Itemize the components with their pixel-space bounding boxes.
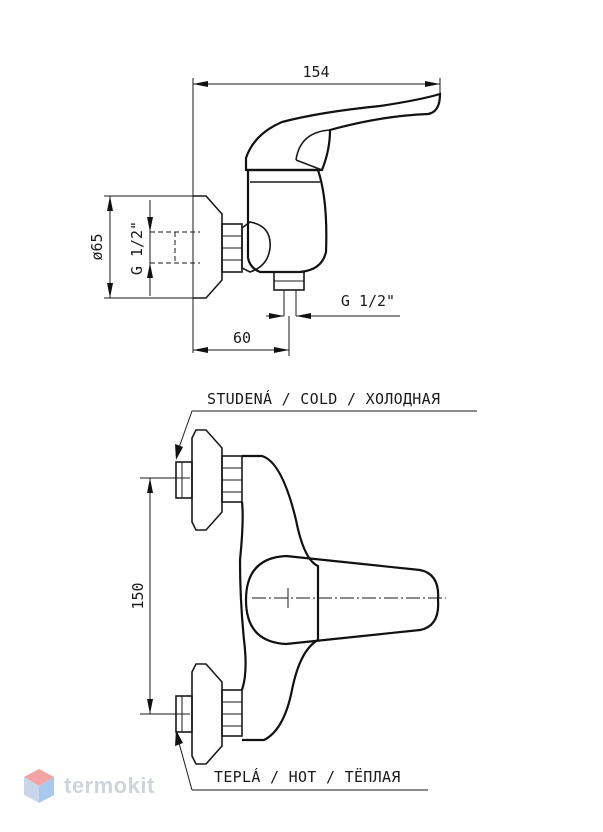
label-hot: TEPLÁ / HOT / ТЁПЛАЯ (214, 767, 401, 786)
front-view: STUDENÁ / COLD / ХОЛОДНАЯ 150 (129, 389, 477, 791)
lever-handle (244, 92, 442, 172)
termokit-logo-icon (24, 769, 54, 803)
dim-body-diameter: ø65 (88, 233, 106, 260)
mixer-body-front (238, 454, 320, 742)
hot-rosette (191, 663, 223, 765)
lever-handle-front (244, 554, 440, 646)
watermark-brand: termokit (64, 773, 155, 798)
dim-inlet-spacing: 150 (129, 582, 147, 609)
cold-rosette (191, 429, 223, 531)
dim-inlet-thread: G 1/2" (128, 221, 146, 275)
dim-outlet-thread: G 1/2" (341, 292, 395, 310)
cold-union-nut (221, 455, 243, 503)
label-cold: STUDENÁ / COLD / ХОЛОДНАЯ (207, 389, 440, 408)
wall-rosette (193, 195, 223, 299)
dim-overall-length: 154 (302, 63, 329, 81)
dim-outlet-offset: 60 (233, 329, 251, 347)
mixer-body (246, 168, 328, 274)
watermark: termokit (22, 766, 155, 806)
side-view: 154 ø65 G 1/2" G 1/2" 60 (88, 63, 442, 356)
hot-union-nut (221, 689, 243, 737)
